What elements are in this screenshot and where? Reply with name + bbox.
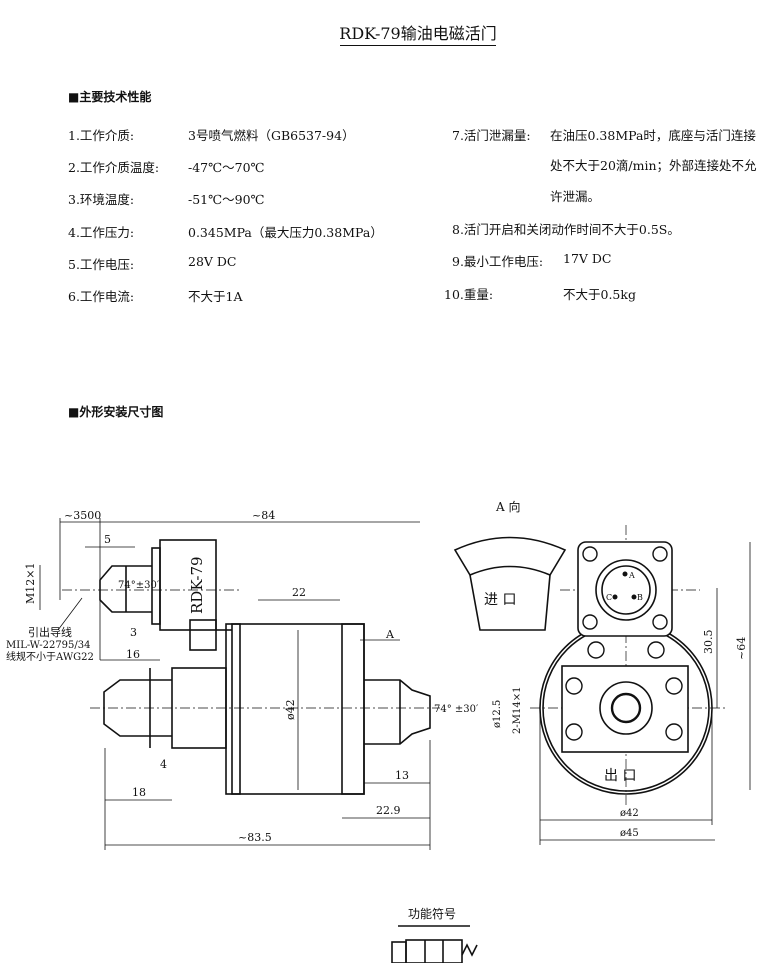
dim-13: 13 bbox=[395, 769, 409, 782]
spec-value: 0.345MPa（最大压力0.38MPa） bbox=[188, 225, 383, 240]
drawing-labels: ~3500 ~84 5 M12×1 74°±30′ RDK-79 22 3 16… bbox=[6, 499, 748, 921]
dim-d42-side: ø42 bbox=[284, 699, 297, 720]
wire-spec: MIL-W-22795/34 bbox=[6, 640, 91, 651]
angle-right: 74° ±30′ bbox=[434, 704, 479, 715]
model-label: RDK-79 bbox=[188, 556, 206, 614]
function-symbol bbox=[391, 925, 478, 963]
title-underline bbox=[340, 45, 496, 46]
spec-label: 2.工作介质温度: bbox=[68, 160, 160, 175]
spec-value: 3号喷气燃料（GB6537-94） bbox=[188, 128, 355, 143]
spec-label: 1.工作介质: bbox=[68, 128, 135, 143]
document-title: RDK-79输油电磁活门 bbox=[339, 24, 497, 43]
spec-value: -47℃～70℃ bbox=[188, 160, 265, 175]
inlet-label: 进 口 bbox=[484, 592, 516, 608]
pin-a: A bbox=[628, 571, 635, 580]
spec-value: 处不大于20滴/min；外部连接处不允 bbox=[550, 158, 757, 173]
spec-label: 10.重量: bbox=[444, 287, 494, 302]
end-view bbox=[539, 541, 713, 795]
function-symbol-title: 功能符号 bbox=[408, 906, 456, 921]
dim-d12-5: ø12.5 bbox=[492, 700, 503, 728]
leader-line bbox=[57, 597, 83, 631]
dim-4: 4 bbox=[160, 758, 167, 771]
dim-83-5: ~83.5 bbox=[238, 831, 272, 844]
dimension-lines bbox=[39, 518, 751, 850]
dim-18: 18 bbox=[132, 786, 146, 799]
dim-2m14: 2-M14×1 bbox=[512, 687, 523, 734]
spec-label: 9.最小工作电压: bbox=[452, 254, 544, 269]
dim-16: 16 bbox=[126, 648, 140, 661]
section-performance-heading: ■主要技术性能 bbox=[68, 90, 152, 104]
spec-value: 28V DC bbox=[188, 254, 237, 269]
spec-label: 5.工作电压: bbox=[68, 257, 135, 272]
pin-c: C bbox=[606, 593, 612, 602]
spec-value: 17V DC bbox=[563, 251, 612, 266]
spec-value: 不大于0.5kg bbox=[563, 287, 636, 302]
dim-5: 5 bbox=[104, 533, 111, 546]
body-ring-right bbox=[341, 623, 365, 795]
dim-84: ~84 bbox=[252, 509, 275, 522]
outlet-label: 出 口 bbox=[604, 768, 636, 784]
body-ring-left bbox=[225, 623, 241, 795]
view-a-inlet bbox=[453, 536, 567, 631]
outlet-port bbox=[599, 681, 653, 735]
spec-label: 6.工作电流: bbox=[68, 289, 135, 304]
dim-22-9: 22.9 bbox=[376, 804, 401, 817]
side-view bbox=[99, 539, 431, 795]
dim-22: 22 bbox=[292, 586, 306, 599]
dim-30-5: 30.5 bbox=[702, 630, 715, 655]
dim-m12: M12×1 bbox=[24, 563, 37, 604]
spec-label: 7.活门泄漏量: bbox=[452, 128, 531, 143]
dim-3500: ~3500 bbox=[64, 509, 101, 522]
section-dimensions-heading: ■外形安装尺寸图 bbox=[68, 405, 164, 419]
view-a-title: A 向 bbox=[495, 499, 520, 514]
view-arrow-label: A bbox=[385, 628, 395, 641]
outlet-fitting bbox=[364, 679, 431, 745]
connector-flange bbox=[577, 541, 673, 637]
wire-gauge: 线规不小于AWG22 bbox=[6, 650, 94, 663]
dim-3: 3 bbox=[130, 626, 137, 639]
spec-value: 许泄漏。 bbox=[550, 189, 601, 204]
lead-wire-label: 引出导线 bbox=[28, 625, 72, 639]
connector-pins bbox=[612, 571, 637, 600]
dim-64: ~64 bbox=[735, 637, 748, 660]
spec-value: 不大于1A bbox=[188, 289, 243, 304]
mounting-plate bbox=[561, 665, 689, 753]
spec-value: 在油压0.38MPa时，底座与活门连接 bbox=[550, 128, 756, 143]
pin-b: B bbox=[637, 593, 643, 602]
spec-line: 8.活门开启和关闭动作时间不大于0.5S。 bbox=[452, 222, 680, 237]
dim-d42: ø42 bbox=[620, 808, 639, 819]
spec-label: 3.环境温度: bbox=[68, 192, 135, 207]
spec-label: 4.工作压力: bbox=[68, 225, 135, 240]
angle-left: 74°±30′ bbox=[118, 580, 160, 591]
dim-d45: ø45 bbox=[620, 828, 639, 839]
spec-value: -51℃～90℃ bbox=[188, 192, 265, 207]
